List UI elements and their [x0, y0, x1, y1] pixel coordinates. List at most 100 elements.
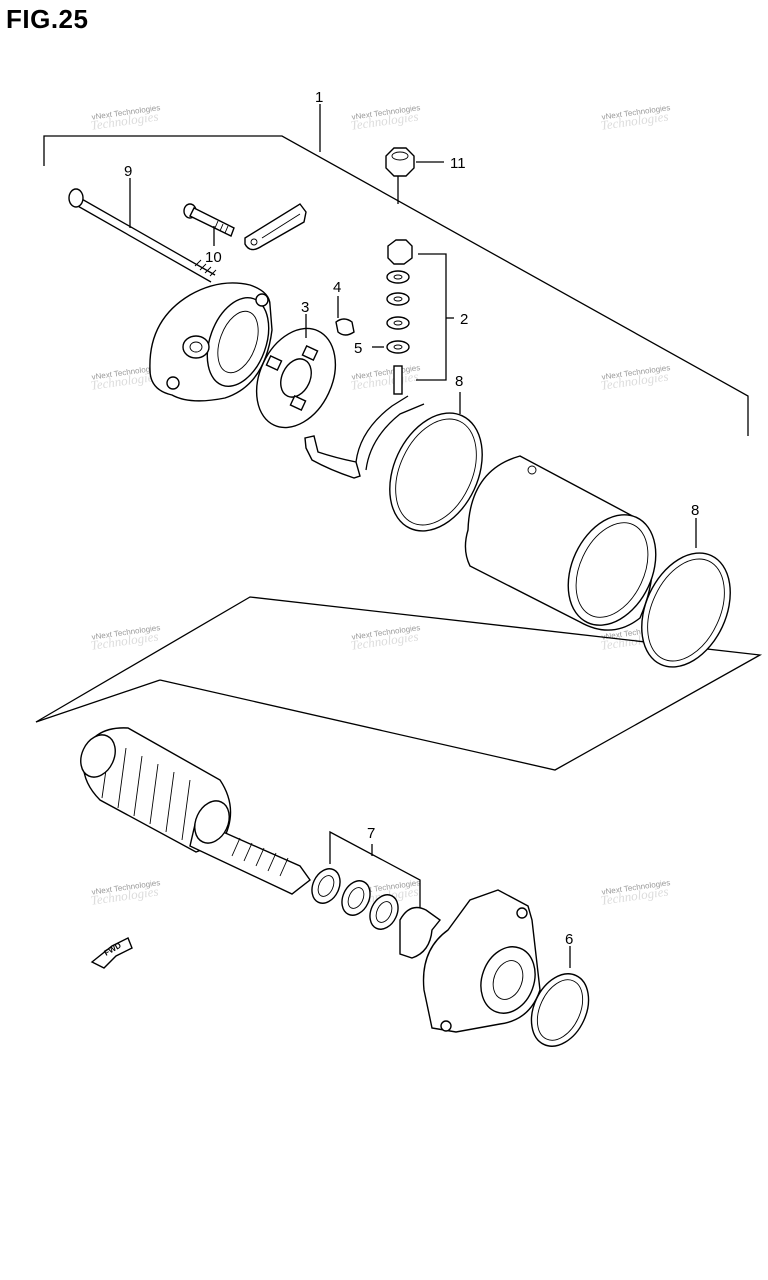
brush	[301, 345, 319, 361]
watermark: Technologies vNext Technologies	[350, 103, 421, 133]
terminal-bolt	[393, 365, 403, 395]
callout-1: 1	[315, 89, 323, 106]
short-bolt-thread	[214, 220, 229, 234]
rear-housing-boss	[182, 335, 210, 359]
callout-2: 2	[460, 311, 468, 328]
bracket-outline-lower	[35, 596, 763, 771]
callout-9: 9	[124, 163, 132, 180]
watermark: Technologies vNext Technologies	[90, 103, 161, 133]
fwd-arrow-shape	[90, 937, 133, 969]
part-short-bolt	[183, 203, 235, 246]
part-through-bolt	[68, 178, 217, 283]
washer-hole	[347, 887, 365, 909]
part-brush-lead	[304, 395, 425, 479]
terminal-washer-hole	[393, 296, 403, 302]
watermark: Technologies vNext Technologies	[600, 103, 671, 133]
nut-face	[391, 151, 409, 161]
part-o-ring-lower	[641, 518, 731, 668]
bolt-thread	[194, 259, 217, 277]
watermark: Technologies vNext Technologies	[600, 363, 671, 393]
rear-housing-ear	[166, 376, 180, 390]
bracket-outline	[43, 135, 749, 436]
callout-labels: 1 2 3 4 5 6 7 8 8 9 10 11	[124, 89, 699, 948]
terminal-washer	[386, 292, 410, 306]
brush-lead-strap	[355, 395, 409, 463]
terminal-plate-edge	[261, 213, 301, 239]
watermark: Technologies vNext Technologies	[350, 623, 421, 653]
terminal-washer	[386, 340, 410, 354]
part-nut	[385, 147, 444, 177]
part-yoke	[464, 455, 657, 631]
part-front-housing	[422, 889, 541, 1033]
bolt-shaft-top	[79, 197, 216, 276]
rear-housing-bore	[189, 341, 203, 353]
callout-8b: 8	[691, 502, 699, 519]
callout-4: 4	[333, 279, 341, 296]
part-o-ring-front	[530, 946, 590, 1047]
rear-housing-ear	[255, 293, 269, 307]
figure-title: FIG.25	[6, 4, 89, 34]
yoke-mouth-inner	[575, 522, 649, 618]
o-ring-outer	[389, 412, 483, 532]
front-housing-ear	[516, 907, 528, 919]
terminal-washer-hole	[393, 274, 403, 280]
front-housing-ear	[440, 1020, 452, 1032]
callout-11: 11	[450, 155, 466, 172]
o-ring-inner	[647, 558, 725, 662]
washer	[369, 894, 399, 930]
lock-washer	[399, 906, 442, 959]
bolt-shaft-bottom	[75, 204, 212, 283]
watermark: Technologies vNext Technologies	[600, 878, 671, 908]
part-clip	[335, 296, 355, 336]
part-terminal-stack	[372, 174, 454, 395]
watermark: Technologies vNext Technologies	[90, 623, 161, 653]
washer	[311, 868, 341, 904]
callout-3: 3	[301, 299, 309, 316]
part-washer-set	[311, 830, 442, 959]
washer	[341, 880, 371, 916]
yoke-mouth	[567, 514, 657, 626]
o-ring-inner	[536, 979, 584, 1041]
callout-7: 7	[367, 825, 375, 842]
part-brush-holder	[255, 314, 337, 429]
o-ring-inner	[395, 418, 477, 526]
bracket-2	[416, 253, 447, 381]
bracket-7	[329, 830, 421, 912]
front-housing-bore	[492, 960, 524, 1000]
callout-8a: 8	[455, 373, 463, 390]
washer-hole	[375, 901, 393, 923]
terminal-washer	[386, 270, 410, 284]
armature-splines	[231, 837, 289, 877]
front-housing-bearing	[480, 946, 536, 1014]
watermark: Technologies vNext Technologies	[350, 363, 421, 393]
washer-hole	[317, 875, 335, 897]
terminal-plate-hole	[250, 238, 258, 246]
part-armature	[80, 727, 311, 895]
part-terminal-plate	[244, 203, 307, 251]
commutator	[80, 734, 116, 778]
assembly-bracket-lower	[35, 596, 763, 771]
fwd-arrow: FWD	[90, 937, 133, 969]
part-rear-housing	[149, 282, 273, 402]
short-bolt-shaft	[189, 207, 235, 237]
part-o-ring-upper	[389, 392, 483, 532]
brush	[265, 355, 283, 371]
watermark: Technologies vNext Technologies	[90, 878, 161, 908]
rear-housing-inner	[217, 310, 259, 374]
armature-end	[194, 800, 230, 844]
bracket-edge	[35, 679, 161, 723]
yoke-terminal-hole	[527, 465, 537, 475]
terminal-nut	[387, 239, 413, 265]
brush-holder-center	[280, 358, 312, 398]
terminal-plate-body	[244, 203, 307, 251]
o-ring-outer	[530, 973, 590, 1047]
terminal-washer-hole	[393, 320, 403, 326]
rear-housing-rim	[206, 297, 270, 387]
callout-6: 6	[565, 931, 573, 948]
terminal-washer-hole	[393, 344, 403, 350]
brush	[289, 395, 307, 411]
assembly-bracket-upper	[43, 104, 749, 436]
callout-5: 5	[354, 340, 362, 357]
bolt-head	[68, 188, 84, 208]
